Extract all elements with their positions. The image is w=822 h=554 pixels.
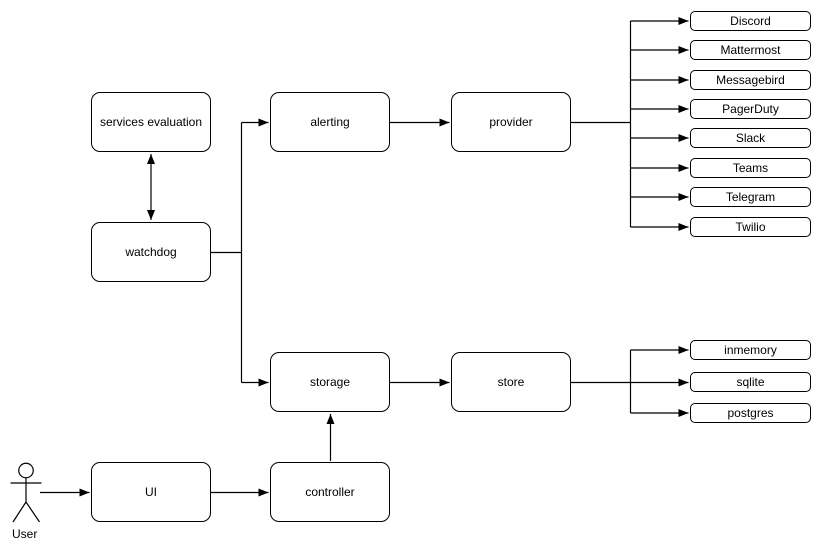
node-watchdog[interactable]: watchdog (91, 222, 211, 282)
leaf-messagebird[interactable]: Messagebird (690, 70, 811, 90)
leaf-twilio[interactable]: Twilio (690, 217, 811, 237)
node-storage[interactable]: storage (270, 352, 390, 412)
node-store-label: store (497, 375, 525, 389)
node-ui[interactable]: UI (91, 462, 211, 522)
node-alerting[interactable]: alerting (270, 92, 390, 152)
leaf-teams-label: Teams (732, 161, 769, 175)
node-watchdog-label: watchdog (125, 245, 177, 259)
leaf-discord[interactable]: Discord (690, 11, 811, 31)
node-provider[interactable]: provider (451, 92, 571, 152)
leaf-postgres[interactable]: postgres (690, 403, 811, 423)
leaf-discord-label: Discord (730, 14, 771, 28)
leaf-postgres-label: postgres (727, 406, 774, 420)
edge-store-rail (571, 350, 632, 413)
leaf-twilio-label: Twilio (735, 220, 766, 234)
node-controller[interactable]: controller (270, 462, 390, 522)
leaf-sqlite-label: sqlite (736, 375, 765, 389)
user-actor-icon[interactable] (10, 462, 42, 523)
node-services-evaluation[interactable]: services evaluation (91, 92, 211, 152)
leaf-inmemory[interactable]: inmemory (690, 340, 811, 360)
leaf-pagerduty[interactable]: PagerDuty (690, 99, 811, 119)
leaf-pagerduty-label: PagerDuty (722, 102, 779, 116)
leaf-sqlite[interactable]: sqlite (690, 372, 811, 392)
node-store[interactable]: store (451, 352, 571, 412)
leaf-mattermost[interactable]: Mattermost (690, 40, 811, 60)
leaf-teams[interactable]: Teams (690, 158, 811, 178)
leaf-inmemory-label: inmemory (724, 343, 777, 357)
leaf-telegram[interactable]: Telegram (690, 187, 811, 207)
node-storage-label: storage (309, 375, 351, 389)
leaf-telegram-label: Telegram (725, 190, 776, 204)
user-actor-label: User (12, 527, 38, 541)
node-ui-label: UI (145, 485, 157, 499)
node-services-evaluation-label: services evaluation (99, 115, 203, 129)
leaf-slack-label: Slack (735, 131, 766, 145)
edge-provider-rail (571, 21, 632, 227)
leaf-messagebird-label: Messagebird (716, 73, 785, 87)
node-provider-label: provider (489, 115, 533, 129)
leaf-slack[interactable]: Slack (690, 128, 811, 148)
leaf-mattermost-label: Mattermost (720, 43, 781, 57)
node-alerting-label: alerting (310, 115, 350, 129)
node-controller-label: controller (305, 485, 355, 499)
